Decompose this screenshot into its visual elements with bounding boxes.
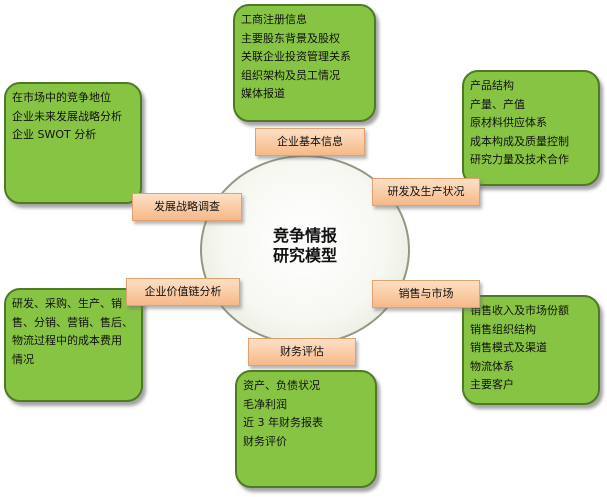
label-value-chain: 企业价值链分析: [126, 278, 240, 306]
box-value-chain-item: 情况: [12, 352, 34, 366]
center-title: 竞争情报 研究模型: [200, 226, 410, 266]
box-strategy: 在市场中的竞争地位 企业未来发展战略分析 企业 SWOT 分析: [4, 82, 142, 204]
box-rd-production-item: 产量、产值: [470, 97, 525, 111]
box-finance-item: 财务评价: [243, 434, 287, 448]
box-sales-market-item: 销售收入及市场份额: [470, 304, 569, 317]
box-rd-production-item: 成本构成及质量控制: [470, 134, 569, 148]
box-sales-market-item: 主要客户: [470, 378, 514, 391]
label-basic-info: 企业基本信息: [255, 128, 365, 156]
box-basic-info-item: 媒体报道: [241, 87, 285, 100]
box-basic-info-item: 工商注册信息: [241, 13, 307, 26]
box-strategy-item: 企业未来发展战略分析: [12, 109, 122, 123]
box-value-chain-item: 售、分销、营销、售后、: [12, 315, 133, 329]
box-strategy-item: 在市场中的竞争地位: [12, 91, 111, 104]
box-basic-info: 工商注册信息 主要股东背景及股权 关联企业投资管理关系 组织架构及员工情况 媒体…: [233, 4, 376, 122]
box-sales-market-item: 物流体系: [470, 359, 514, 373]
box-finance-item: 近 3 年财务报表: [243, 416, 323, 429]
box-value-chain-item: 研发、采购、生产、销: [12, 297, 122, 310]
box-sales-market-item: 销售模式及渠道: [470, 341, 547, 354]
center-title-line1: 竞争情报: [272, 226, 337, 245]
box-rd-production: 产品结构 产量、产值 原材料供应体系 成本构成及质量控制 研究力量及技术合作: [462, 70, 600, 186]
box-basic-info-item: 关联企业投资管理关系: [241, 50, 351, 63]
box-basic-info-item: 组织架构及员工情况: [241, 68, 340, 82]
box-value-chain: 研发、采购、生产、销 售、分销、营销、售后、 物流过程中的成本费用 情况: [4, 288, 143, 402]
label-finance: 财务评估: [248, 338, 356, 366]
box-finance-item: 毛净利润: [243, 397, 287, 411]
box-sales-market: 销售收入及市场份额 销售组织结构 销售模式及渠道 物流体系 主要客户: [462, 295, 600, 405]
box-rd-production-item: 产品结构: [470, 79, 514, 92]
label-sales-market: 销售与市场: [372, 280, 480, 308]
box-finance-item: 资产、负债状况: [243, 379, 320, 392]
label-rd-production: 研发及生产状况: [372, 178, 480, 206]
box-rd-production-item: 研究力量及技术合作: [470, 153, 569, 166]
box-sales-market-item: 销售组织结构: [470, 322, 536, 336]
box-basic-info-item: 主要股东背景及股权: [241, 31, 340, 45]
box-rd-production-item: 原材料供应体系: [470, 116, 547, 129]
center-title-line2: 研究模型: [272, 246, 337, 265]
box-finance: 资产、负债状况 毛净利润 近 3 年财务报表 财务评价: [235, 370, 377, 488]
box-value-chain-item: 物流过程中的成本费用: [12, 334, 122, 347]
label-strategy: 发展战略调查: [132, 193, 242, 221]
box-strategy-item: 企业 SWOT 分析: [12, 128, 97, 141]
